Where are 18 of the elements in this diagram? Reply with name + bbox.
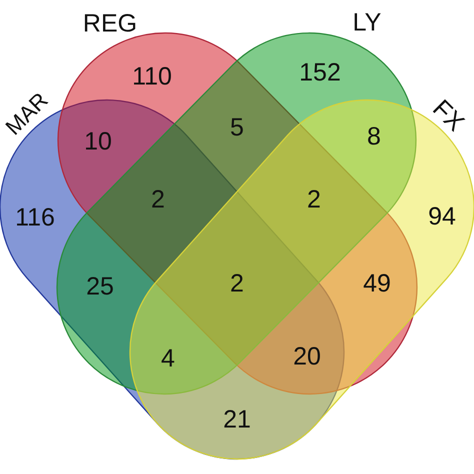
set-label: REG — [82, 12, 138, 36]
set-label: LY — [352, 10, 382, 36]
count-label: 8 — [367, 124, 381, 150]
count-label: 116 — [15, 206, 55, 230]
count-label: 152 — [299, 60, 341, 86]
count-label: 4 — [161, 346, 175, 372]
count-label: 2 — [307, 188, 321, 212]
count-label: 5 — [230, 116, 244, 140]
set-label: FX — [428, 96, 468, 136]
count-label: 110 — [132, 64, 172, 90]
count-label: 10 — [84, 130, 112, 154]
count-label: 94 — [428, 204, 456, 230]
count-label: 25 — [86, 274, 114, 300]
count-label: 49 — [363, 272, 391, 296]
count-label: 20 — [293, 344, 321, 370]
count-label: 21 — [223, 408, 251, 432]
count-label: 2 — [230, 272, 244, 296]
count-label: 2 — [151, 188, 165, 212]
